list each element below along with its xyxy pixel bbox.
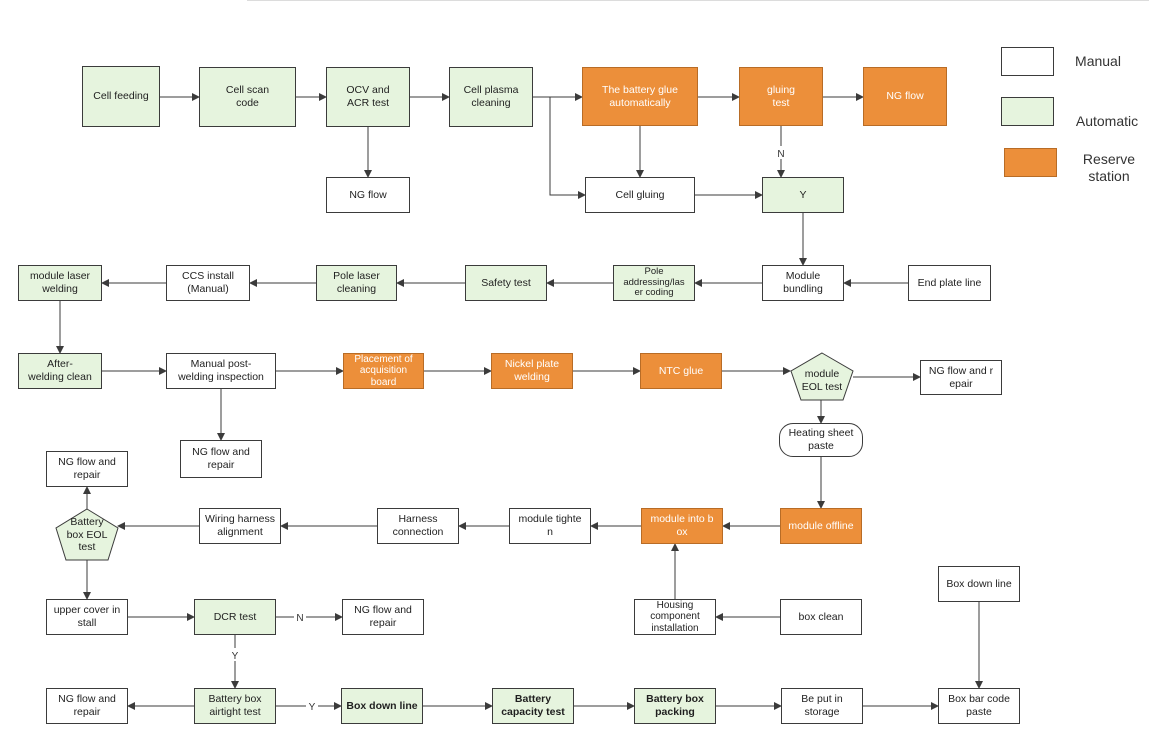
edge-label-bg-dcr_y bbox=[229, 648, 241, 661]
node-gluing-test: gluing test bbox=[739, 67, 823, 126]
node-dcr-test: DCR test bbox=[194, 599, 276, 635]
node-end-plate-line: End plate line bbox=[908, 265, 991, 301]
legend-manual-label: Manual bbox=[1075, 53, 1121, 69]
node-upper-cover-install: upper cover in stall bbox=[46, 599, 128, 635]
node-battery-box-airtight-test: Battery box airtight test bbox=[194, 688, 276, 724]
node-after-welding-clean: After- welding clean bbox=[18, 353, 102, 389]
legend-automatic-swatch bbox=[1001, 97, 1054, 126]
node-ng-flow-ocv: NG flow bbox=[326, 177, 410, 213]
node-battery-box-packing: Battery box packing bbox=[634, 688, 716, 724]
node-ntc-glue: NTC glue bbox=[640, 353, 722, 389]
node-ng-flow-repair-box-eol: NG flow and repair bbox=[46, 451, 128, 487]
legend-automatic-label: Automatic bbox=[1075, 113, 1139, 129]
node-module-laser-welding: module laser welding bbox=[18, 265, 102, 301]
connector-plasma-branch-to-cell-gluing bbox=[549, 97, 586, 199]
edge-label-dcr_y: Y bbox=[232, 651, 239, 662]
node-battery-glue-automatically: The battery glue automatically bbox=[582, 67, 698, 126]
node-module-offline: module offline bbox=[780, 508, 862, 544]
edge-label-airtight_y: Y bbox=[309, 702, 316, 713]
node-pole-laser-cleaning: Pole laser cleaning bbox=[316, 265, 397, 301]
node-manual-post-welding: Manual post- welding inspection bbox=[166, 353, 276, 389]
node-box-clean: box clean bbox=[780, 599, 862, 635]
edge-label-bg-dcr_n bbox=[294, 610, 306, 623]
edge-label-bg-gluing_n bbox=[775, 146, 787, 159]
edge-label-bg-airtight_y bbox=[306, 699, 318, 712]
node-ng-flow-repair-post: NG flow and repair bbox=[180, 440, 262, 478]
node-pole-addressing: Pole addressing/las er coding bbox=[613, 265, 695, 301]
node-battery-box-eol-test-shape bbox=[55, 508, 119, 561]
node-ccs-install: CCS install (Manual) bbox=[166, 265, 250, 301]
node-heating-sheet-paste: Heating sheet paste bbox=[779, 423, 863, 457]
node-module-eol-test: module EOL test bbox=[801, 368, 843, 393]
node-harness-connection: Harness connection bbox=[377, 508, 459, 544]
node-box-down-line-top: Box down line bbox=[938, 566, 1020, 602]
node-wiring-harness-alignment: Wiring harness alignment bbox=[199, 508, 281, 544]
node-module-tighten: module tighte n bbox=[509, 508, 591, 544]
node-placement-acquisition-board: Placement of acquisition board bbox=[343, 353, 424, 389]
node-nickel-plate-welding: Nickel plate welding bbox=[491, 353, 573, 389]
node-ng-flow-repair-airtight: NG flow and repair bbox=[46, 688, 128, 724]
legend-reserve-swatch bbox=[1004, 148, 1057, 177]
top-divider bbox=[247, 0, 1149, 1]
node-battery-box-eol-test: Battery box EOL test bbox=[66, 516, 108, 554]
node-ocv-acr-test: OCV and ACR test bbox=[326, 67, 410, 127]
edge-label-dcr_n: N bbox=[296, 613, 303, 624]
node-cell-gluing: Cell gluing bbox=[585, 177, 695, 213]
node-y-decision: Y bbox=[762, 177, 844, 213]
node-cell-plasma-cleaning: Cell plasma cleaning bbox=[449, 67, 533, 127]
node-ng-flow-repair-dcr: NG flow and repair bbox=[342, 599, 424, 635]
edge-label-gluing_n: N bbox=[777, 149, 784, 160]
node-module-eol-test-shape bbox=[790, 352, 854, 401]
node-ng-flow-top: NG flow bbox=[863, 67, 947, 126]
node-module-into-box: module into b ox bbox=[641, 508, 723, 544]
node-cell-scan-code: Cell scan code bbox=[199, 67, 296, 127]
node-ng-flow-repair-eol: NG flow and r epair bbox=[920, 360, 1002, 395]
node-cell-feeding: Cell feeding bbox=[82, 66, 160, 127]
node-battery-capacity-test: Battery capacity test bbox=[492, 688, 574, 724]
node-box-bar-code-paste: Box bar code paste bbox=[938, 688, 1020, 724]
legend-manual-swatch bbox=[1001, 47, 1054, 76]
node-housing-component-installation: Housing component installation bbox=[634, 599, 716, 635]
legend-reserve-label: Reserve station bbox=[1082, 151, 1136, 184]
node-be-put-in-storage: Be put in storage bbox=[781, 688, 863, 724]
node-module-bundling: Module bundling bbox=[762, 265, 844, 301]
node-box-down-line-bottom: Box down line bbox=[341, 688, 423, 724]
node-safety-test: Safety test bbox=[465, 265, 547, 301]
